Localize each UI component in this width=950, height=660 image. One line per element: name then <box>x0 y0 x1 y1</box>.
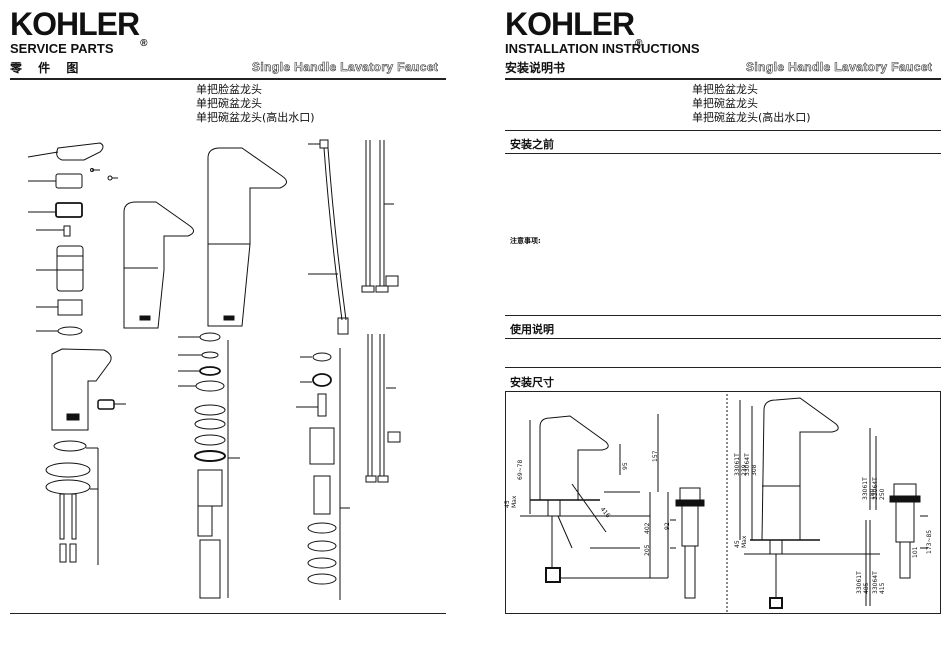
installation-instructions-title: INSTALLATION INSTRUCTIONS <box>505 41 700 56</box>
supply-hose-part <box>323 147 343 321</box>
section-before-install: 安装之前 <box>510 138 554 151</box>
dim-label: 95 <box>622 462 629 470</box>
mounting-stud-part <box>59 493 65 540</box>
dim-label: 157 <box>652 450 659 462</box>
footer-rule-left <box>10 613 446 614</box>
faucet-profile-right <box>761 397 839 541</box>
registered-mark: ® <box>140 38 147 49</box>
tall-vessel-faucet-drawing <box>207 147 287 327</box>
section-rule <box>505 391 941 392</box>
header-rule-left <box>10 78 446 80</box>
brand-name: KOHLER <box>10 6 140 42</box>
drain-cap-part <box>312 352 332 362</box>
product-name: 单把碗盆龙头 <box>196 97 262 110</box>
product-names-left: 单把脸盆龙头 单把碗盆龙头 单把碗盆龙头(高出水口) <box>196 83 315 125</box>
drain-profile-left <box>679 487 701 501</box>
product-en-title-right: Single Handle Lavatory Faucet <box>746 60 933 75</box>
parts-diagram-cn-title: 零 件 图 <box>10 61 85 75</box>
dim-label: 33064T 308 <box>744 453 758 476</box>
dimension-drawings-frame <box>505 391 941 614</box>
product-names-right: 单把脸盆龙头 单把碗盆龙头 单把碗盆龙头(高出水口) <box>692 83 811 125</box>
section-usage: 使用说明 <box>510 323 554 336</box>
dim-label: 402 <box>644 522 651 534</box>
dim-label: 101 <box>912 546 919 558</box>
section-rule <box>505 367 941 368</box>
drain-body-part <box>309 427 335 465</box>
header-rule-right <box>505 78 941 80</box>
section-dimensions: 安装尺寸 <box>510 376 554 389</box>
caution-label: 注意事项: <box>510 237 541 245</box>
cartridge-part <box>56 245 84 292</box>
product-en-title-left: Single Handle Lavatory Faucet <box>252 60 439 75</box>
section-rule <box>505 315 941 316</box>
dim-label: 45 Max <box>504 495 518 508</box>
dim-label: 33064T 250 <box>872 477 886 500</box>
extension-tube-part <box>199 539 221 599</box>
dim-label: 45 Max <box>734 535 748 548</box>
product-name: 单把碗盆龙头(高出水口) <box>692 111 811 124</box>
service-parts-title: SERVICE PARTS <box>10 41 114 56</box>
product-name: 单把脸盆龙头 <box>692 83 758 96</box>
dim-label: 92 <box>664 522 671 530</box>
dim-label: 205 <box>644 544 651 556</box>
product-name: 单把碗盆龙头(高出水口) <box>196 111 315 124</box>
dim-label: 33061T 485 <box>856 571 870 594</box>
screw-part <box>63 225 71 237</box>
registered-mark: ® <box>635 38 642 49</box>
dim-label: 69~78 <box>517 459 524 480</box>
installation-cn-title: 安装说明书 <box>505 61 566 75</box>
faucet-body-part <box>51 348 112 431</box>
nut-part <box>55 202 83 218</box>
dim-label: 33064T 415 <box>872 571 886 594</box>
brand-logo-left: KOHLER® <box>10 6 148 49</box>
section-rule <box>505 338 941 339</box>
vessel-faucet-drawing <box>123 201 194 329</box>
drain-profile-right <box>893 483 917 497</box>
brand-name: KOHLER <box>505 6 635 42</box>
gasket-part <box>53 440 87 452</box>
brand-logo-right: KOHLER® <box>505 6 643 49</box>
faucet-profile-left <box>539 415 609 501</box>
section-rule <box>505 153 941 154</box>
section-rule <box>505 130 941 131</box>
dim-label: 173~85 <box>926 529 933 554</box>
product-name: 单把碗盆龙头 <box>692 97 758 110</box>
product-name: 单把脸盆龙头 <box>196 83 262 96</box>
handle-part <box>56 142 104 161</box>
